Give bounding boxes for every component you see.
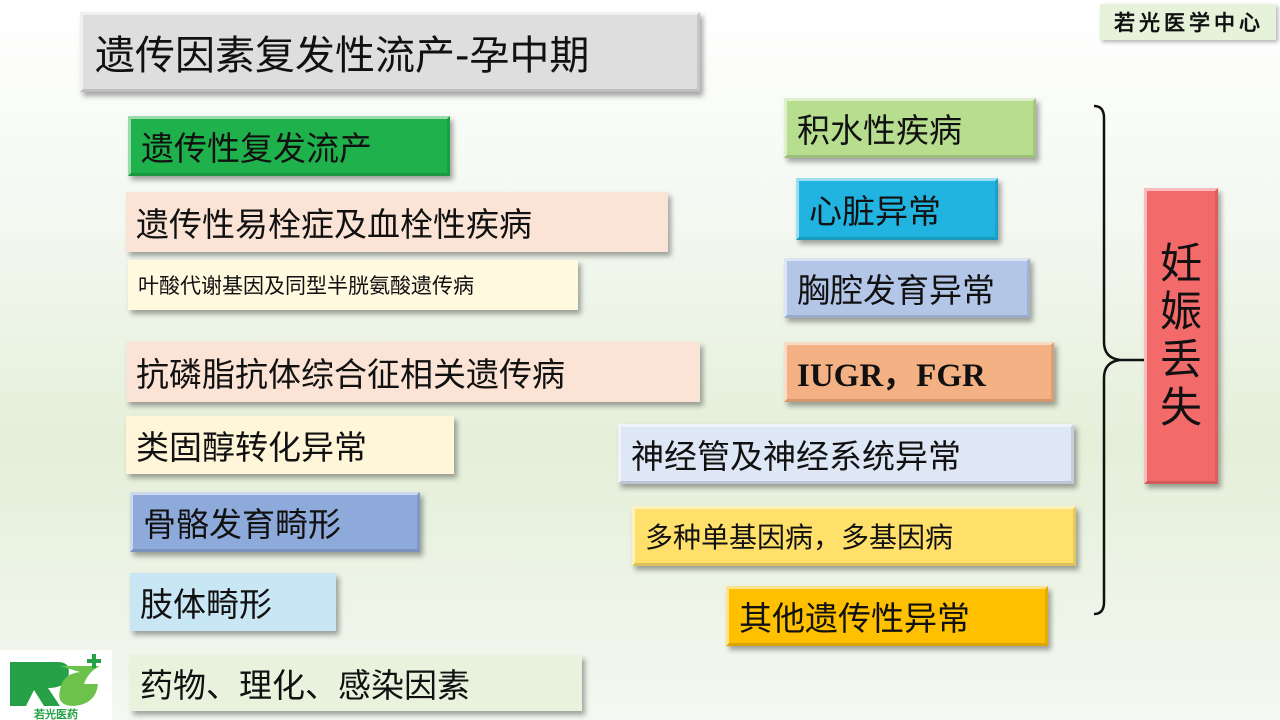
left-item-folate-metabolism: 叶酸代谢基因及同型半胱氨酸遗传病 — [128, 260, 578, 310]
left-item-environmental-factors: 药物、理化、感染因素 — [130, 655, 582, 711]
left-item-thrombophilia: 遗传性易栓症及血栓性疾病 — [126, 192, 668, 252]
left-item-recurrent-miscarriage: 遗传性复发流产 — [128, 116, 450, 176]
right-item-thoracic-anomaly: 胸腔发育异常 — [784, 258, 1030, 318]
right-item-cardiac-anomaly: 心脏异常 — [796, 178, 998, 240]
center-badge: 若光医学中心 — [1100, 4, 1276, 40]
outcome-label: 妊娠丢失 — [1159, 239, 1202, 432]
left-item-steroid-conversion: 类固醇转化异常 — [126, 416, 454, 474]
right-item-other-genetic: 其他遗传性异常 — [726, 586, 1048, 646]
page-title: 遗传因素复发性流产-孕中期 — [80, 12, 700, 92]
right-brace — [1093, 104, 1146, 616]
ruoguang-logo: 若光医药 — [0, 650, 112, 720]
right-item-neural-tube: 神经管及神经系统异常 — [618, 424, 1074, 484]
right-item-iugr-fgr: IUGR，FGR — [784, 342, 1054, 402]
right-item-genetic-disease: 多种单基因病，多基因病 — [632, 506, 1076, 566]
left-item-skeletal-dysplasia: 骨骼发育畸形 — [130, 492, 420, 552]
svg-text:若光医药: 若光医药 — [34, 707, 78, 720]
outcome-pregnancy-loss: 妊娠丢失 — [1144, 188, 1218, 484]
right-item-hydrops: 积水性疾病 — [784, 98, 1036, 158]
left-item-limb-malformation: 肢体畸形 — [130, 573, 336, 631]
left-item-antiphospholipid: 抗磷脂抗体综合征相关遗传病 — [126, 342, 700, 402]
